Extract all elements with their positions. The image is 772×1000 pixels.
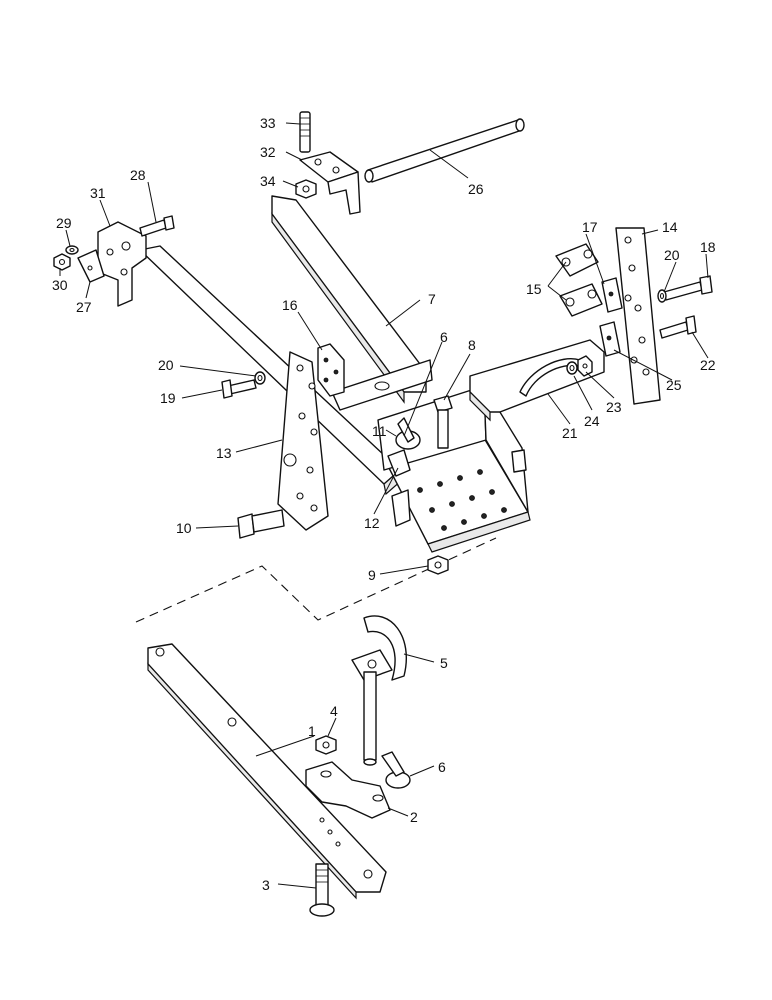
- part-8-bolt: [433, 395, 453, 449]
- part-28-bolt: [139, 215, 175, 237]
- callout-9: 9: [368, 567, 376, 583]
- callout-4: 4: [330, 703, 338, 719]
- part-20-washer-left: [254, 371, 266, 385]
- part-10-bolt: [237, 509, 285, 539]
- callout-13: 13: [216, 445, 232, 461]
- callout-31: 31: [90, 185, 106, 201]
- part-13-side-plate: [277, 351, 329, 531]
- part-17-plates: [599, 277, 623, 357]
- part-3-bolt: [309, 863, 335, 917]
- callout-15: 15: [526, 281, 542, 297]
- part-1-drawbar: [147, 643, 387, 900]
- callout-27: 27: [76, 299, 92, 315]
- part-22-bolt: [659, 315, 697, 339]
- callout-22: 22: [700, 357, 716, 373]
- callout-7: 7: [428, 291, 436, 307]
- part-26-rod: [364, 118, 525, 183]
- part-9-nut: [427, 555, 449, 575]
- callout-20-right: 20: [664, 247, 680, 263]
- callout-labels: 33 32 34 26 28 31 29 30 27 7 16 20 19 6 …: [52, 115, 716, 893]
- part-16-plate: [317, 343, 345, 397]
- callout-10: 10: [176, 520, 192, 536]
- callout-3: 3: [262, 877, 270, 893]
- callout-33: 33: [260, 115, 276, 131]
- part-18-bolt: [663, 275, 713, 301]
- part-33-stud: [299, 111, 311, 153]
- callout-32: 32: [260, 144, 276, 160]
- part-2-clamp-block: [305, 761, 391, 819]
- part-5-hitch-pin: [351, 615, 407, 766]
- callout-12: 12: [364, 515, 380, 531]
- callout-26: 26: [468, 181, 484, 197]
- callout-30: 30: [52, 277, 68, 293]
- part-6-ring-pin-lower: [381, 751, 411, 789]
- callout-1: 1: [308, 723, 316, 739]
- part-14-plate: [615, 227, 661, 405]
- part-19-bolt: [221, 379, 257, 399]
- part-20-washer-right: [657, 289, 667, 303]
- callout-6-lower: 6: [438, 759, 446, 775]
- part-7-main-frame: [271, 195, 433, 411]
- callout-6-upper: 6: [440, 329, 448, 345]
- callout-34: 34: [260, 173, 276, 189]
- part-15-links: [555, 243, 603, 317]
- callout-28: 28: [130, 167, 146, 183]
- callout-25: 25: [666, 377, 682, 393]
- part-31-side-arm: [97, 221, 403, 496]
- assembly-dashed-outline: [135, 537, 497, 623]
- callout-5: 5: [440, 655, 448, 671]
- callout-11: 11: [372, 423, 387, 439]
- part-4-nut: [315, 735, 337, 755]
- leader-lines: [59, 122, 709, 889]
- part-27-plate: [77, 249, 105, 283]
- part-32-bracket: [299, 151, 361, 215]
- callout-21: 21: [562, 425, 578, 441]
- part-23-nut: [577, 355, 593, 377]
- part-12-clip: [387, 449, 411, 477]
- callout-17: 17: [582, 219, 598, 235]
- callout-8: 8: [468, 337, 476, 353]
- callout-29: 29: [56, 215, 72, 231]
- callout-19: 19: [160, 390, 176, 406]
- callout-24: 24: [584, 413, 600, 429]
- part-24-washer: [566, 361, 578, 375]
- callout-23: 23: [606, 399, 622, 415]
- part-29-washer: [65, 245, 79, 255]
- callout-16: 16: [282, 297, 298, 313]
- callout-20-left: 20: [158, 357, 174, 373]
- part-30-nut: [53, 253, 71, 271]
- part-34-nut: [295, 179, 317, 199]
- part-21-bracket: [469, 339, 605, 422]
- callout-14: 14: [662, 219, 678, 235]
- callout-18: 18: [700, 239, 716, 255]
- callout-2: 2: [410, 809, 418, 825]
